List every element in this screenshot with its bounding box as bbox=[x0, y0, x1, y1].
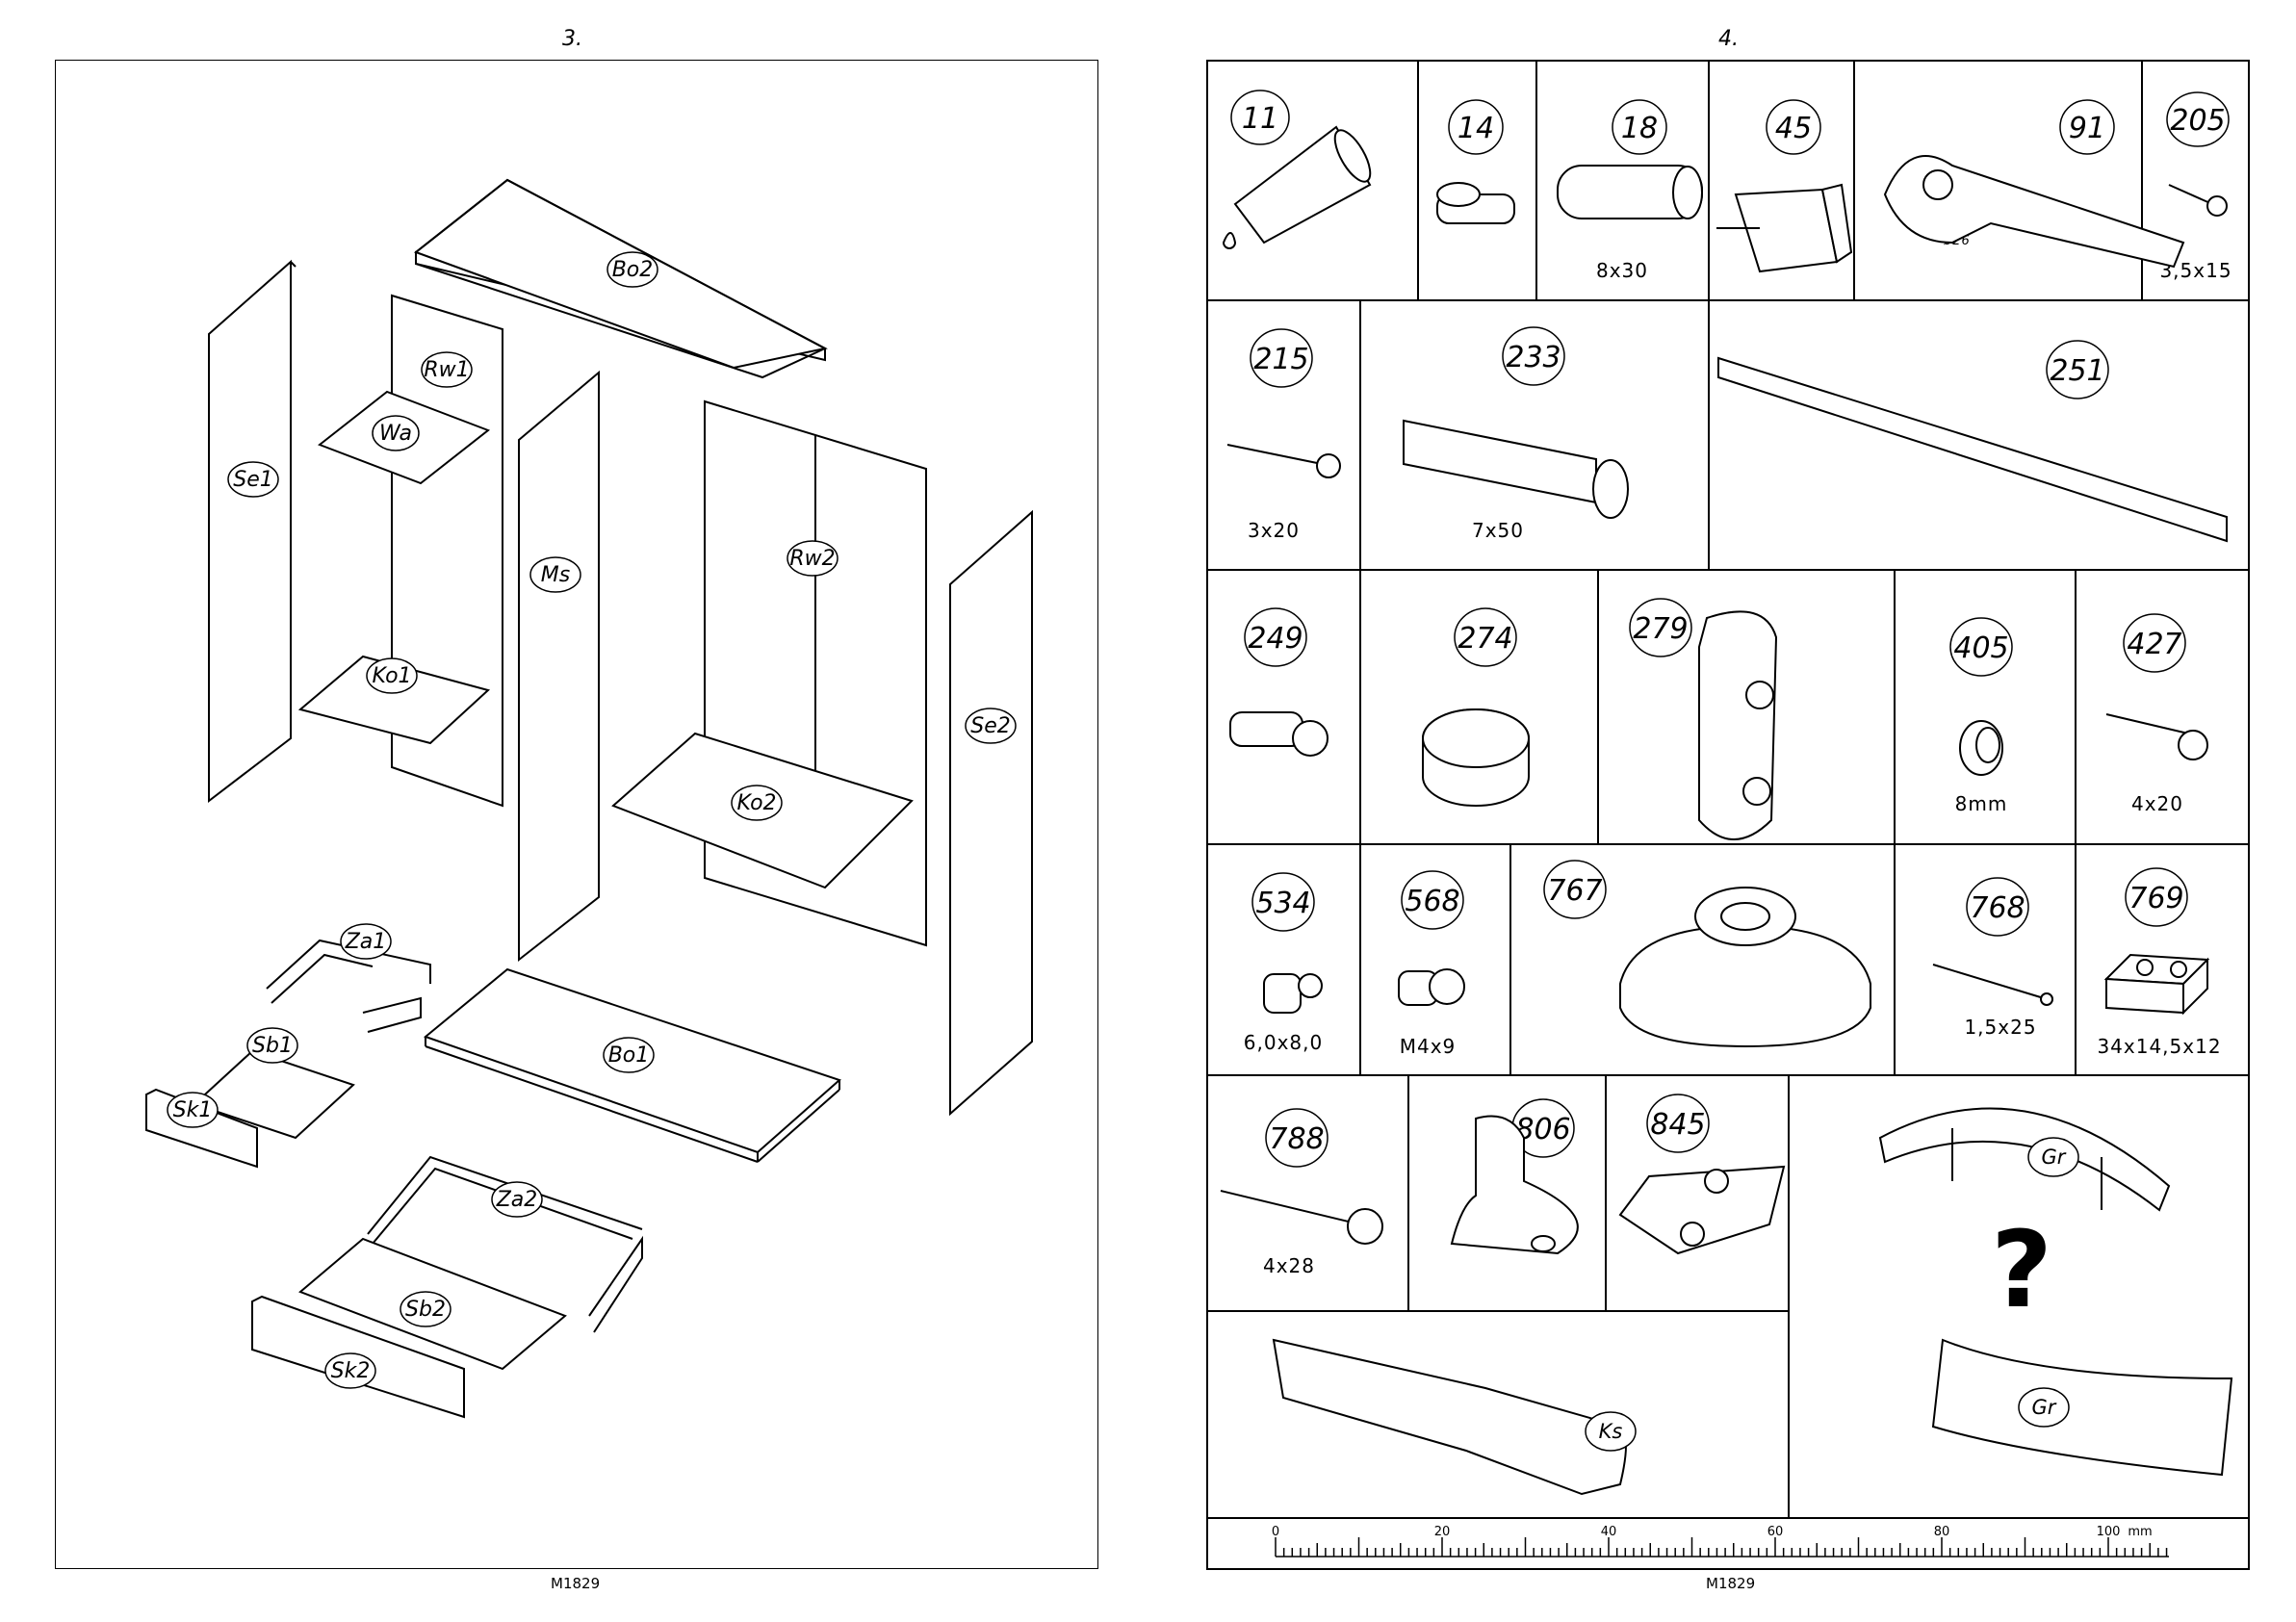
hw-size-215: 3x20 bbox=[1248, 519, 1300, 542]
hw-id-233: 233 bbox=[1506, 341, 1561, 374]
rail-rod-icon bbox=[1274, 1340, 1626, 1494]
ruler-unit: mm bbox=[2128, 1525, 2152, 1539]
block-icon bbox=[2106, 955, 2207, 1013]
hw-id-845: 845 bbox=[1650, 1108, 1705, 1142]
screw-icon bbox=[2169, 185, 2227, 216]
screw-anchor-icon bbox=[1404, 421, 1628, 518]
insert-icon bbox=[1264, 974, 1322, 1013]
cam-lock-icon bbox=[1423, 709, 1529, 806]
handle-label-bottom: Gr bbox=[2032, 1396, 2057, 1419]
hw-id-215: 215 bbox=[1253, 343, 1308, 376]
rail-label: Ks bbox=[1599, 1420, 1623, 1443]
part-label-ko1: Ko1 bbox=[372, 664, 411, 688]
screw-icon bbox=[1221, 1191, 1382, 1244]
part-label-bo2: Bo2 bbox=[612, 258, 654, 282]
hw-id-45: 45 bbox=[1775, 112, 1812, 145]
rail-support-icon bbox=[1699, 611, 1776, 839]
hw-id-91: 91 bbox=[2069, 112, 2105, 145]
hw-size-427: 4x20 bbox=[2131, 792, 2183, 815]
ruler-tick-0: 0 bbox=[1272, 1525, 1279, 1539]
hinge-icon bbox=[1885, 156, 2183, 267]
hw-size-18: 8x30 bbox=[1596, 259, 1648, 282]
ruler-tick-20: 20 bbox=[1434, 1525, 1451, 1539]
hw-size-534: 6,0x8,0 bbox=[1244, 1031, 1323, 1054]
hw-id-274: 274 bbox=[1458, 622, 1512, 656]
glue-tube-icon bbox=[1224, 125, 1377, 248]
question-mark: ? bbox=[1991, 1208, 2052, 1331]
bushing-icon bbox=[1960, 721, 2002, 775]
hw-id-568: 568 bbox=[1405, 885, 1459, 918]
hw-id-14: 14 bbox=[1458, 112, 1494, 145]
ruler-tick-80: 80 bbox=[1934, 1525, 1950, 1539]
foot-icon bbox=[1620, 888, 1870, 1046]
part-label-za1: Za1 bbox=[345, 930, 387, 954]
ruler-tick-100: 100 bbox=[2097, 1525, 2121, 1539]
right-page-number: 4. bbox=[1718, 27, 1739, 51]
handle-bar-icon bbox=[1933, 1340, 2232, 1475]
part-label-ko2: Ko2 bbox=[736, 791, 776, 815]
hw-size-568: M4x9 bbox=[1400, 1035, 1457, 1058]
part-label-sk1: Sk1 bbox=[173, 1098, 213, 1122]
hw-size-788: 4x28 bbox=[1263, 1254, 1315, 1277]
handle-label-top: Gr bbox=[2042, 1146, 2067, 1169]
part-label-bo1: Bo1 bbox=[608, 1043, 650, 1068]
part-label-sb2: Sb2 bbox=[405, 1298, 446, 1322]
mounting-plate-icon bbox=[1620, 1167, 1784, 1253]
hw-id-251: 251 bbox=[2050, 354, 2104, 388]
hw-id-279: 279 bbox=[1633, 612, 1688, 646]
right-footer-code: M1829 bbox=[1706, 1575, 1755, 1592]
hw-id-768: 768 bbox=[1970, 891, 2025, 925]
ruler bbox=[1276, 1537, 2169, 1557]
hw-id-767: 767 bbox=[1547, 874, 1602, 908]
part-label-se2: Se2 bbox=[970, 714, 1011, 738]
part-label-ms: Ms bbox=[541, 563, 570, 587]
hw-id-427: 427 bbox=[2127, 628, 2181, 661]
part-label-za2: Za2 bbox=[496, 1188, 538, 1212]
left-page-number: 3. bbox=[562, 27, 582, 51]
drawer-rail-icon bbox=[1718, 358, 2227, 541]
hw-size-405: 8mm bbox=[1955, 792, 2008, 815]
hw-id-405: 405 bbox=[1953, 631, 2008, 665]
part-label-sk2: Sk2 bbox=[331, 1359, 371, 1383]
hw-size-233: 7x50 bbox=[1472, 519, 1524, 542]
screw-icon bbox=[2106, 714, 2207, 760]
handle-arc-icon bbox=[1880, 1109, 2169, 1210]
connector-bolt-icon bbox=[1230, 712, 1328, 756]
hw-id-11: 11 bbox=[1242, 102, 1278, 136]
ruler-tick-60: 60 bbox=[1767, 1525, 1784, 1539]
left-footer-code: M1829 bbox=[551, 1575, 600, 1592]
part-label-se1: Se1 bbox=[233, 468, 273, 492]
hw-id-249: 249 bbox=[1248, 622, 1303, 656]
hw-id-18: 18 bbox=[1621, 112, 1658, 145]
bolt-icon bbox=[1399, 969, 1464, 1005]
hw-id-769: 769 bbox=[2128, 882, 2183, 915]
hw-size-769: 34x14,5x12 bbox=[2097, 1035, 2221, 1058]
hw-id-534: 534 bbox=[1255, 887, 1310, 920]
nail-icon bbox=[1933, 965, 2052, 1005]
hardware-parts-table: 11 14 18 45 91 205 215 233 251 249 274 2… bbox=[1206, 60, 2251, 1571]
part-label-sb1: Sb1 bbox=[252, 1034, 293, 1058]
ruler-tick-40: 40 bbox=[1601, 1525, 1617, 1539]
cap-icon bbox=[1437, 183, 1514, 223]
screw-icon bbox=[1227, 445, 1340, 477]
part-label-wa: Wa bbox=[379, 422, 412, 446]
hw-size-768: 1,5x25 bbox=[1964, 1016, 2036, 1039]
hw-id-205: 205 bbox=[2170, 104, 2225, 138]
hw-id-788: 788 bbox=[1269, 1122, 1324, 1156]
exploded-assembly-drawing: Bo2 Rw1 Wa Se1 Ms Rw2 Ko1 Ko2 Se2 Za1 Sb… bbox=[55, 60, 1098, 1569]
bracket-icon bbox=[1716, 185, 1851, 271]
part-label-rw2: Rw2 bbox=[789, 547, 835, 571]
dowel-icon bbox=[1558, 166, 1702, 219]
part-label-rw1: Rw1 bbox=[424, 358, 469, 382]
